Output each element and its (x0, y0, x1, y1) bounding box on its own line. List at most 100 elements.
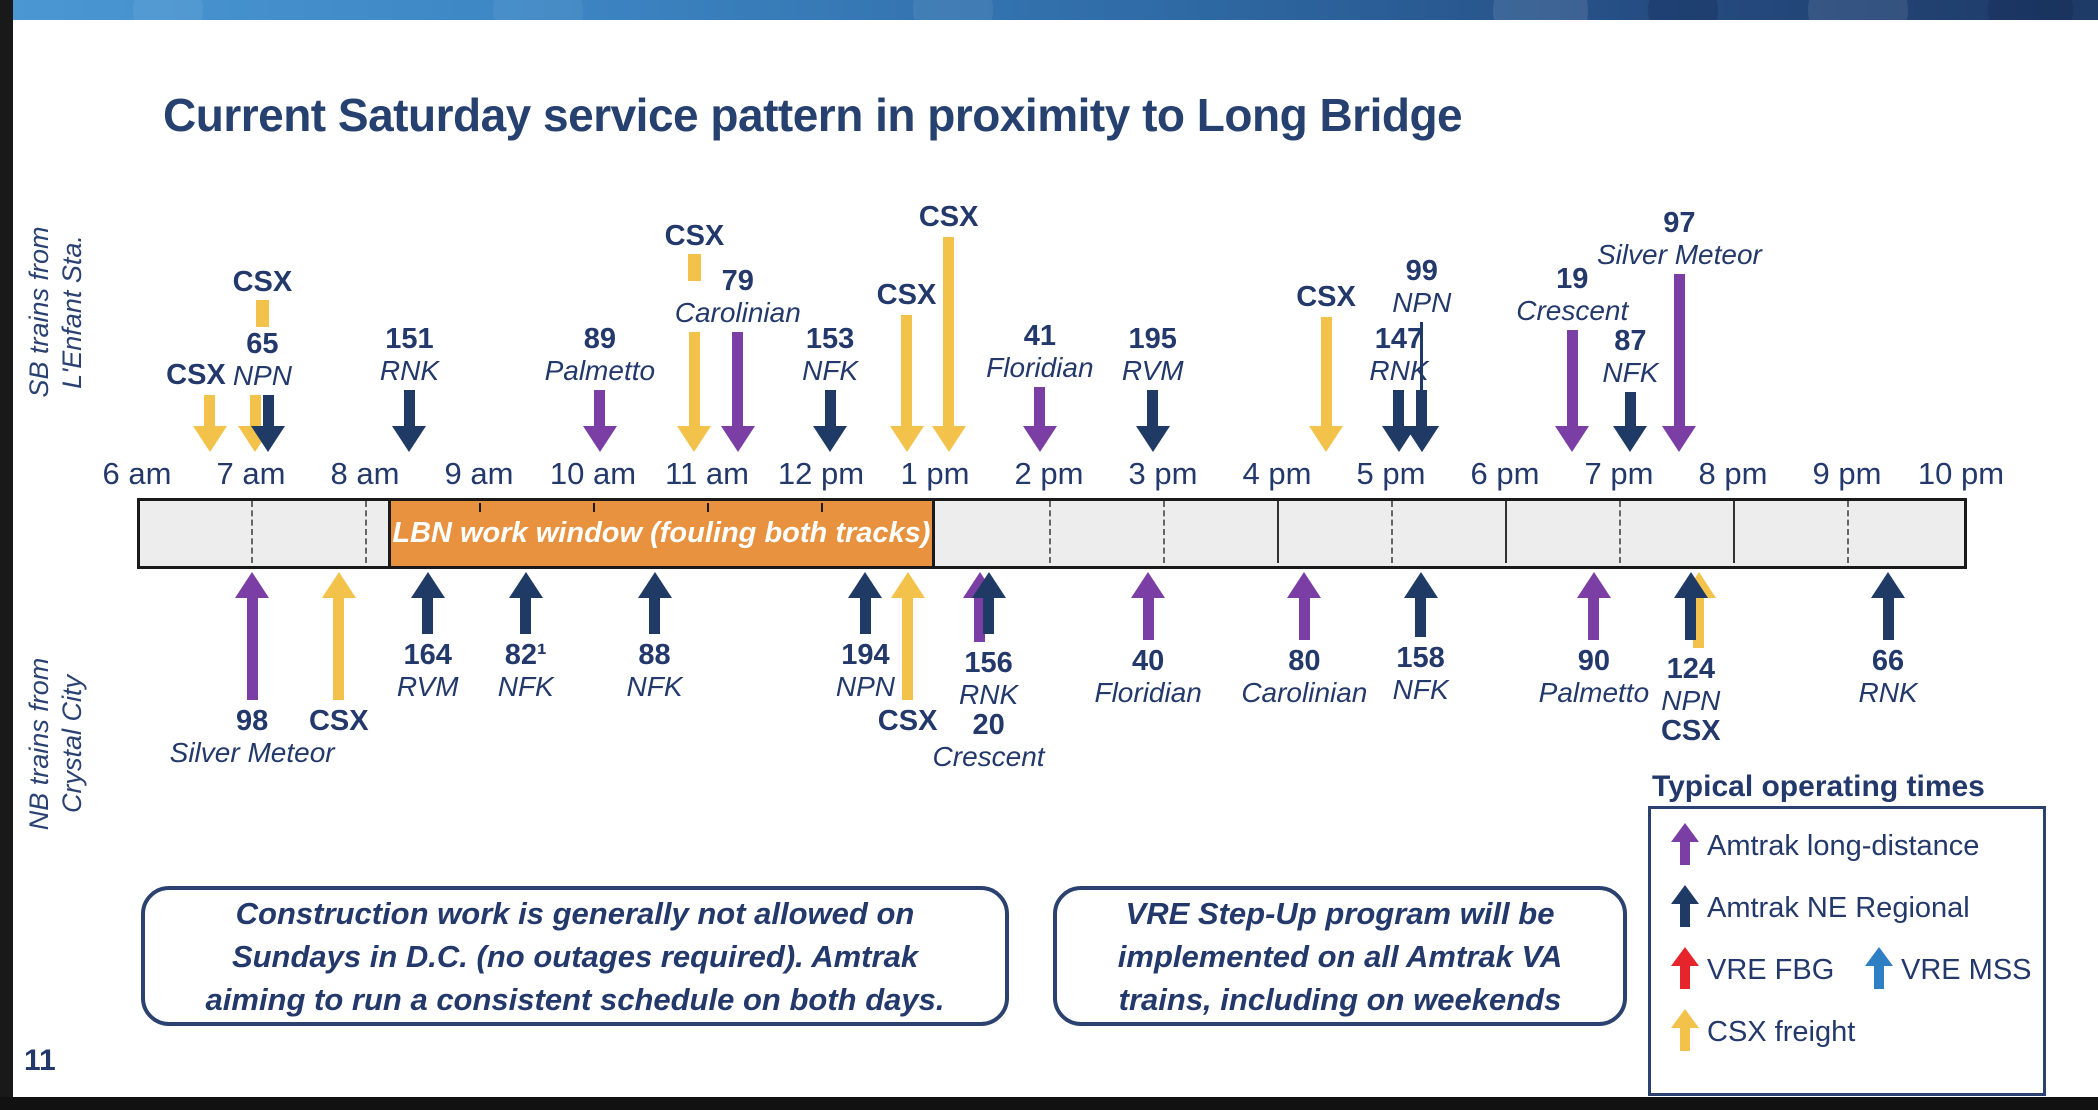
legend-label: VRE MSS (1901, 954, 2032, 986)
train-arrow (235, 572, 270, 700)
train-arrow (889, 315, 924, 452)
decorative-circle (913, 0, 993, 20)
train-arrow (1404, 390, 1439, 452)
arrow-head (931, 426, 966, 452)
arrow-head (889, 426, 924, 452)
train-label: RNK (959, 679, 1019, 710)
arrow-head (1613, 426, 1648, 452)
train-label: 98 (235, 705, 269, 737)
arrow-shaft (204, 395, 216, 428)
arrow-head (410, 572, 445, 598)
callout-line: aiming to run a consistent schedule on b… (205, 981, 945, 1017)
train-label: 153 (805, 323, 855, 355)
decorative-circle (493, 0, 583, 20)
arrow-head (321, 572, 356, 598)
train-label: CSX (166, 359, 226, 391)
arrow-head (1403, 572, 1438, 598)
hour-label: 7 am (216, 456, 286, 491)
callout-construction-note: Construction work is generally not allow… (141, 886, 1009, 1026)
train-label: 99 (1405, 255, 1438, 287)
train-label: 88 (638, 639, 671, 671)
hour-label: 4 pm (1242, 456, 1312, 491)
train-arrow (1131, 572, 1166, 640)
hour-label: 11 am (665, 456, 749, 491)
train-label: 20 (972, 709, 1005, 741)
legend-arrow-head (1865, 947, 1893, 966)
train-label: Floridian (986, 352, 1094, 383)
decorative-circle (133, 0, 203, 20)
train-label: 40 (1132, 645, 1165, 677)
arrow-shaft (649, 596, 661, 634)
train-label: 195 (1128, 323, 1177, 355)
arrow-shaft (974, 596, 986, 642)
arrow-head (1287, 572, 1322, 598)
train-arrow (931, 237, 966, 452)
train-label: CSX (1660, 715, 1721, 747)
legend-label: Amtrak NE Regional (1707, 892, 1970, 924)
arrow-head (890, 572, 925, 598)
arrow-shaft (1393, 390, 1405, 428)
train-label: 66 (1871, 645, 1905, 677)
arrow-head (677, 426, 712, 452)
arrow-head (1662, 426, 1697, 452)
train-label: CSX (918, 201, 979, 233)
nb-row-label: NB trains from Crystal City (23, 614, 91, 874)
arrow-shaft (902, 596, 914, 700)
callout-line: trains, including on weekends (1118, 981, 1562, 1017)
legend-blue-arrow (1865, 947, 1893, 991)
train-arrow (1673, 572, 1708, 640)
arrow-head (1309, 426, 1344, 452)
hour-label: 8 am (330, 456, 400, 491)
train-label: CSX (877, 705, 938, 737)
train-label: RVM (396, 671, 459, 702)
train-label: NFK (1602, 357, 1659, 388)
train-arrow (890, 572, 925, 700)
arrow-shaft (901, 315, 912, 428)
legend-label: CSX freight (1707, 1016, 1856, 1048)
train-label: Palmetto (1538, 677, 1650, 708)
arrow-shaft (1034, 387, 1046, 428)
train-label: Floridian (1094, 677, 1202, 708)
train-label: NFK (626, 671, 683, 702)
hour-label: 1 pm (900, 456, 970, 491)
train-label: Palmetto (544, 355, 656, 386)
legend-label: Amtrak long-distance (1707, 830, 1980, 862)
arrow-head (720, 426, 755, 452)
arrow-shaft (1320, 317, 1332, 428)
train-arrow (251, 395, 286, 452)
arrow-shaft (1298, 596, 1310, 640)
train-arrow (1403, 572, 1438, 637)
decorative-circle (1648, 0, 1718, 20)
hour-label: 3 pm (1128, 456, 1198, 491)
train-label: NFK (497, 671, 554, 702)
arrow-head (637, 572, 672, 598)
arrow-shaft (1142, 596, 1154, 640)
train-arrow (677, 332, 712, 452)
train-label: Carolinian (1241, 677, 1368, 708)
hour-separator (1049, 501, 1051, 563)
train-arrow (720, 332, 755, 452)
train-arrow (1576, 572, 1611, 640)
hour-label: 9 pm (1812, 456, 1882, 491)
legend-arrow-head (1671, 823, 1699, 842)
arrow-head (192, 426, 227, 452)
train-arrow (582, 390, 617, 452)
arrow-shaft (520, 596, 532, 634)
arrow-head (508, 572, 543, 598)
arrow-head (582, 426, 617, 452)
decorative-circle (1493, 0, 1588, 20)
train-label: Crescent (1516, 295, 1629, 326)
legend-arrow-shaft (1680, 1026, 1690, 1051)
hour-separator (1619, 501, 1621, 563)
train-arrow (637, 572, 672, 634)
hour-separator (365, 501, 367, 563)
train-arrow (321, 572, 356, 700)
train-arrow (1309, 317, 1344, 452)
arrow-shaft (422, 596, 434, 634)
train-label: 82¹ (504, 639, 547, 671)
train-arrow (508, 572, 543, 634)
hour-label: 10 pm (1917, 456, 2005, 491)
hour-label: 6 pm (1470, 456, 1540, 491)
train-arrow (1022, 387, 1057, 452)
train-arrow (971, 572, 1006, 634)
